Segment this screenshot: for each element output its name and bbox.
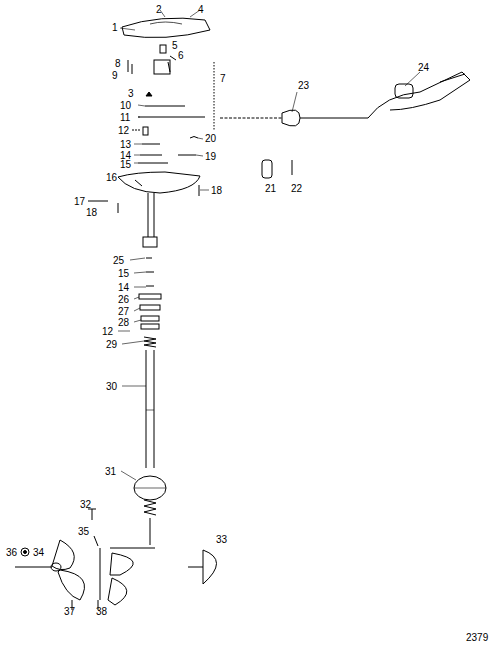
figure-number: 2379 [466, 632, 488, 643]
callout-number: 32 [80, 499, 91, 510]
callout-number: 25 [113, 255, 124, 266]
callout-number: 11 [120, 112, 130, 123]
callout-number: 9 [112, 70, 118, 81]
callout-number: 18 [86, 207, 97, 218]
callout-number: 15 [118, 268, 129, 279]
callout-number: 24 [418, 62, 429, 73]
callout-number: 30 [106, 381, 117, 392]
callout-number: 6 [178, 50, 184, 61]
callout-number: 37 [64, 606, 75, 617]
callout-number: 19 [205, 151, 216, 162]
callout-number: 28 [118, 317, 129, 328]
callout-number: 20 [205, 133, 216, 144]
callout-number: 12 [102, 326, 113, 337]
callout-number: 29 [106, 339, 117, 350]
callout-number: 22 [291, 183, 302, 194]
callout-number: 31 [105, 466, 116, 477]
callout-number: 12 [118, 125, 129, 136]
callout-number: 13 [120, 139, 131, 150]
callout-number: 8 [115, 58, 121, 69]
callout-number: 15 [120, 159, 131, 170]
callout-number: 26 [118, 294, 129, 305]
callout-number: 38 [96, 606, 107, 617]
callout-number: 1 [112, 22, 118, 33]
callout-number: 27 [118, 306, 129, 317]
callout-number: 21 [265, 183, 276, 194]
callout-number: 3 [128, 88, 134, 99]
callout-number: 5 [172, 40, 178, 51]
callout-number: 4 [198, 4, 204, 15]
callout-number: 10 [120, 100, 131, 111]
callout-number: 23 [298, 80, 309, 91]
callout-number: 18 [211, 185, 222, 196]
callout-number: 34 [33, 547, 44, 558]
callout-number: 14 [118, 282, 129, 293]
callout-number: 7 [220, 73, 226, 84]
callout-number: 36 [6, 547, 17, 558]
callout-number: 33 [216, 534, 227, 545]
top-cover [122, 18, 210, 37]
callout-number: 17 [74, 196, 85, 207]
callout-number: 16 [106, 172, 117, 183]
callout-number: 2 [156, 4, 162, 15]
callout-number: 35 [78, 526, 89, 537]
